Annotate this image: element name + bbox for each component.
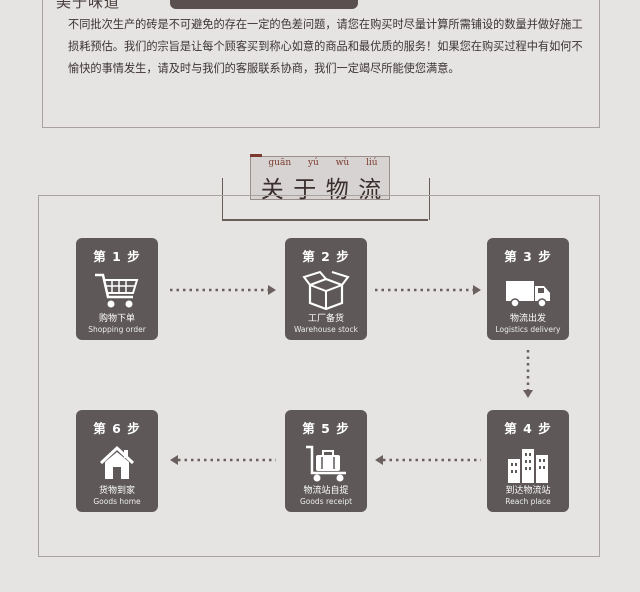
step-title: 购物下单 bbox=[98, 314, 135, 324]
section-title: 关 于 物 流 bbox=[256, 170, 386, 204]
step-subtitle: Reach place bbox=[505, 497, 551, 506]
step-subtitle: Warehouse stock bbox=[294, 325, 358, 334]
step-card-1: 第 1 步 购物下单 Shopping order bbox=[76, 238, 158, 340]
arrow-down-3-4 bbox=[523, 350, 533, 398]
pinyin-2: yú bbox=[307, 158, 319, 168]
title-char-4: 流 bbox=[358, 177, 382, 203]
truck-icon bbox=[506, 281, 550, 308]
title-frame-bottom bbox=[222, 219, 428, 221]
step-label: 第 6 步 bbox=[93, 421, 141, 436]
step-card-6: 第 6 步 货物到家 Goods home bbox=[76, 410, 158, 512]
step-title: 工厂备货 bbox=[307, 314, 344, 324]
title-frame bbox=[222, 178, 430, 220]
house-icon bbox=[99, 445, 135, 479]
step-label: 第 5 步 bbox=[302, 421, 350, 436]
step-subtitle: Shopping order bbox=[88, 325, 146, 334]
step-title: 物流出发 bbox=[509, 314, 546, 324]
arrow-right-1-2 bbox=[170, 285, 276, 295]
step-label: 第 2 步 bbox=[302, 249, 350, 264]
pinyin-1: guān bbox=[268, 158, 292, 168]
arrow-right-2-3 bbox=[375, 285, 481, 295]
step-label: 第 1 步 bbox=[93, 249, 141, 264]
arrow-left-5-6 bbox=[170, 455, 276, 465]
shopping-cart-icon bbox=[95, 273, 139, 308]
pinyin-3: wù bbox=[335, 158, 350, 168]
title-char-3: 物 bbox=[325, 177, 349, 203]
box-icon bbox=[302, 271, 350, 311]
luggage-cart-icon bbox=[306, 445, 346, 482]
notice-heading-rule bbox=[170, 0, 358, 9]
title-char-1: 关 bbox=[260, 177, 284, 203]
step-subtitle: Logistics delivery bbox=[495, 325, 561, 334]
step-title: 货物到家 bbox=[98, 486, 135, 496]
notice-heading: 美于味道 bbox=[56, 0, 121, 11]
step-card-2: 第 2 步 工厂备货 Warehouse stock bbox=[285, 238, 367, 340]
buildings-icon bbox=[508, 449, 548, 483]
step-subtitle: Goods home bbox=[93, 497, 141, 506]
title-tab bbox=[250, 156, 390, 200]
step-card-5: 第 5 步 物流站自提 Goods receipt bbox=[285, 410, 367, 512]
step-card-4: 第 4 步 到达物流站 Reach place bbox=[487, 410, 569, 512]
notice-panel bbox=[42, 0, 600, 128]
title-char-2: 于 bbox=[293, 177, 317, 203]
title-tab-accent bbox=[250, 154, 262, 157]
process-panel bbox=[38, 195, 600, 557]
step-label: 第 3 步 bbox=[504, 249, 552, 264]
title-pinyin: guān yú wù liú bbox=[260, 158, 386, 168]
arrow-left-4-5 bbox=[375, 455, 481, 465]
step-subtitle: Goods receipt bbox=[299, 497, 353, 506]
pinyin-4: liú bbox=[366, 158, 378, 168]
notice-paragraph: 不同批次生产的砖是不可避免的存在一定的色差问题，请您在购买时尽量计算所需铺设的数… bbox=[68, 18, 583, 75]
step-card-3: 第 3 步 物流出发 Logistics delivery bbox=[487, 238, 569, 340]
step-label: 第 4 步 bbox=[504, 421, 552, 436]
step-title: 到达物流站 bbox=[505, 486, 551, 496]
step-title: 物流站自提 bbox=[303, 486, 349, 496]
